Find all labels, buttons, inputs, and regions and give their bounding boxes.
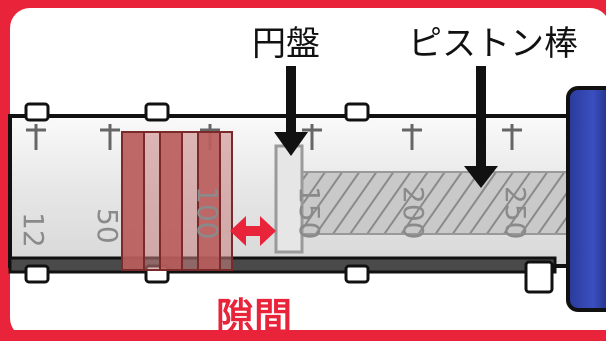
tick-label-100: 100 (191, 186, 224, 239)
scale-ticks (26, 124, 522, 150)
piston-rod-pointer-arrow (464, 66, 498, 188)
disk-pointer-arrow (274, 66, 308, 156)
piston-rod-label: ピストン棒 (408, 24, 578, 64)
tick-label-250: 250 (499, 186, 532, 239)
plunger-cap (566, 86, 606, 312)
tick-label-50: 50 (91, 208, 124, 244)
tick-label-12: 12 (17, 212, 50, 248)
disk (274, 144, 304, 254)
gap-double-arrow-icon (230, 216, 276, 246)
gap-label: 隙間 (216, 295, 293, 339)
syringe-diagram: 12 50 100 150 200 250 (8, 8, 606, 338)
clamp (121, 131, 233, 271)
tick-label-200: 200 (397, 186, 430, 239)
tick-label-150: 150 (293, 186, 326, 239)
piston-rod (299, 171, 581, 235)
diagram-canvas: 12 50 100 150 200 250 円盤 ピストン棒 隙間 (8, 8, 606, 339)
disk-label: 円盤 (252, 24, 320, 64)
